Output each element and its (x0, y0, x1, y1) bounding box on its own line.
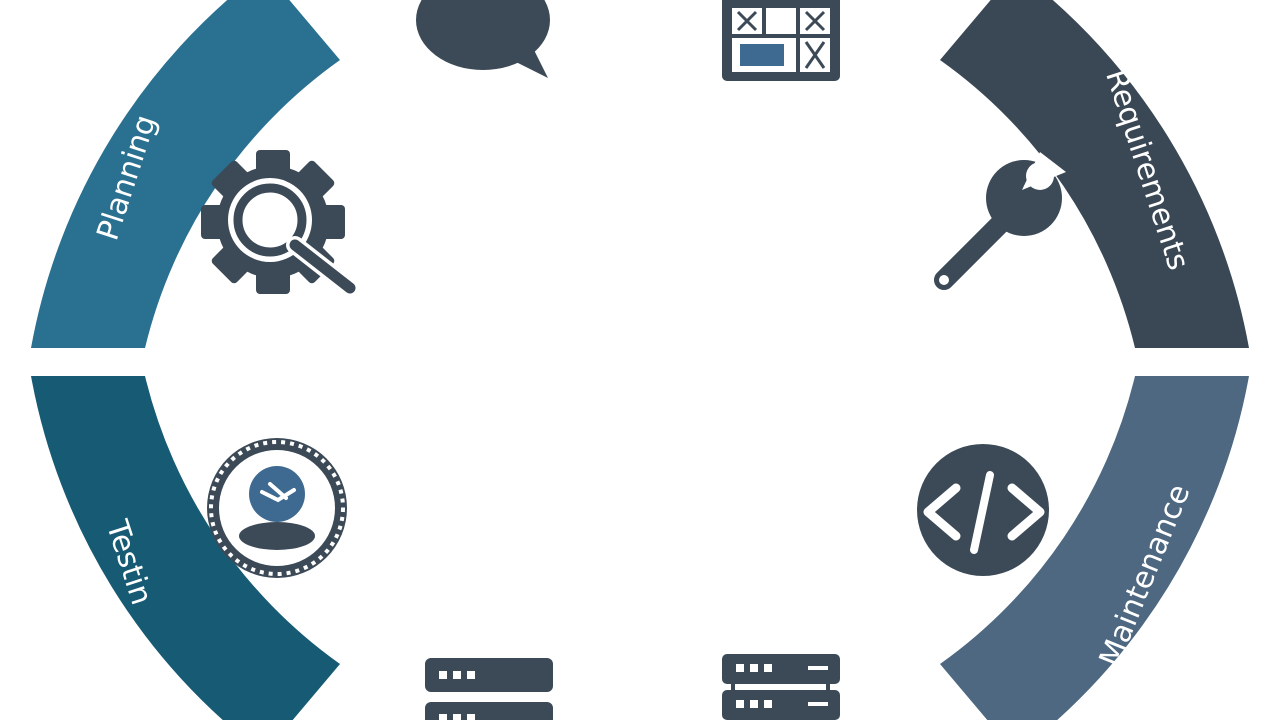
server-rack-icon (722, 654, 840, 720)
code-icon (917, 444, 1049, 576)
segment-planning (31, 0, 340, 348)
segment-requirements (940, 0, 1249, 348)
wrench-icon (934, 152, 1066, 290)
server-icon (425, 658, 553, 720)
user-gear-icon (207, 438, 347, 578)
segment-testing (31, 376, 340, 720)
gear-search-icon (201, 150, 359, 297)
speech-bubble-icon (416, 0, 550, 78)
wireframe-grid-icon (722, 0, 840, 81)
segment-maintenance (940, 376, 1249, 720)
